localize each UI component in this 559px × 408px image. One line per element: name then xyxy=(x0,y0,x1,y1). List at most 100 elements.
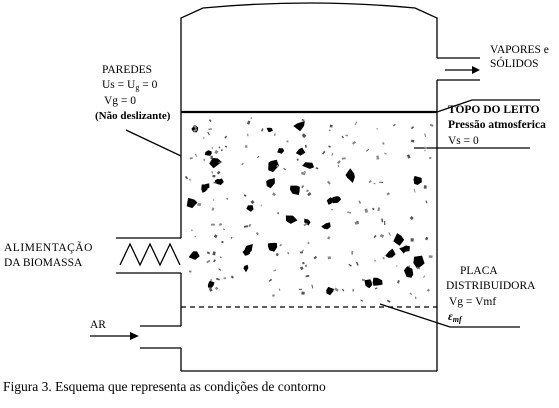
sand-speck xyxy=(208,119,212,122)
sand-speck xyxy=(246,120,251,125)
bed-particles xyxy=(184,117,434,303)
placa-line1: PLACA xyxy=(460,265,498,277)
biomass-particle xyxy=(285,215,298,224)
sand-speck xyxy=(255,231,259,236)
biomass-particle xyxy=(304,218,311,226)
sand-speck xyxy=(274,133,276,136)
sand-speck xyxy=(303,222,308,227)
sand-speck xyxy=(355,261,359,266)
sand-speck xyxy=(414,296,417,300)
sand-speck xyxy=(206,251,211,255)
sand-speck xyxy=(360,299,364,302)
sand-speck xyxy=(329,124,333,128)
sand-speck xyxy=(283,167,287,171)
sand-speck xyxy=(243,225,249,228)
sand-speck xyxy=(348,263,352,267)
sand-speck xyxy=(371,207,375,211)
biomass-particle xyxy=(268,159,279,173)
sand-speck xyxy=(202,137,205,139)
sand-speck xyxy=(410,126,415,130)
sand-speck xyxy=(275,252,279,257)
biomass-particle xyxy=(266,178,275,189)
sand-speck xyxy=(273,269,277,272)
vapores-label-line2: SÓLIDOS xyxy=(490,58,539,70)
sand-speck xyxy=(188,270,192,273)
biomass-particle xyxy=(289,185,300,195)
sand-speck xyxy=(241,162,244,166)
sand-speck xyxy=(341,157,346,160)
sand-speck xyxy=(287,251,290,255)
sand-speck xyxy=(364,208,369,213)
sand-speck xyxy=(326,180,331,185)
sand-speck xyxy=(406,154,411,159)
sand-speck xyxy=(396,265,398,267)
sand-speck xyxy=(213,234,218,239)
topo-pressao: Pressão atmosferica xyxy=(448,119,546,131)
paredes-note: (Não deslizante) xyxy=(95,110,171,122)
sand-speck xyxy=(306,189,309,193)
sand-speck xyxy=(194,235,197,238)
sand-speck xyxy=(250,200,255,205)
paredes-us-text: Us = U xyxy=(102,79,136,91)
biomass-particle xyxy=(204,150,212,156)
biomass-particle xyxy=(277,148,285,154)
sand-speck xyxy=(192,128,198,133)
sand-speck xyxy=(331,208,334,211)
sand-speck xyxy=(214,149,219,155)
sand-speck xyxy=(197,203,202,207)
biomass-particle xyxy=(266,127,273,132)
sand-speck xyxy=(272,192,277,197)
sand-speck xyxy=(384,221,386,226)
sand-speck xyxy=(307,241,310,245)
feed-screw-icon xyxy=(119,242,181,267)
sand-speck xyxy=(224,145,228,148)
sand-speck xyxy=(424,133,427,137)
sand-speck xyxy=(261,128,264,132)
sand-speck xyxy=(212,251,216,256)
paredes-leader xyxy=(125,129,182,157)
biomass-particle xyxy=(413,175,422,185)
sand-speck xyxy=(213,181,217,184)
sand-speck xyxy=(345,134,349,137)
biomass-particle xyxy=(393,233,405,246)
sand-speck xyxy=(351,250,354,255)
sand-speck xyxy=(194,153,198,158)
emf-sub: mf xyxy=(452,315,462,324)
sand-speck xyxy=(210,223,215,226)
sand-speck xyxy=(214,286,219,291)
biomass-particle xyxy=(364,279,373,288)
sand-speck xyxy=(223,277,226,280)
biomass-particle xyxy=(372,277,383,286)
sand-speck xyxy=(409,216,414,221)
biomass-particle xyxy=(326,286,334,296)
sand-speck xyxy=(206,259,211,264)
sand-speck xyxy=(210,155,213,160)
biomass-particle xyxy=(214,178,223,185)
sand-speck xyxy=(213,199,215,201)
sand-speck xyxy=(423,185,427,189)
placa-leader xyxy=(379,303,451,328)
sand-speck xyxy=(212,259,217,263)
sand-speck xyxy=(226,197,229,200)
sand-speck xyxy=(211,147,214,150)
sand-speck xyxy=(328,129,331,132)
sand-speck xyxy=(304,144,307,148)
sand-speck xyxy=(208,287,213,292)
sand-speck xyxy=(374,287,378,290)
sand-speck xyxy=(386,192,390,196)
sand-speck xyxy=(327,256,331,260)
biomass-particle xyxy=(321,222,331,230)
sand-speck xyxy=(219,256,222,259)
biomass-particle xyxy=(403,266,414,278)
sand-speck xyxy=(311,284,314,289)
biomass-particle xyxy=(345,168,355,183)
sand-speck xyxy=(416,267,421,270)
sand-speck xyxy=(304,264,308,268)
biomass-particle xyxy=(413,255,425,270)
sand-speck xyxy=(296,158,299,161)
sand-speck xyxy=(256,155,260,159)
sand-speck xyxy=(424,149,426,152)
sand-speck xyxy=(243,194,247,197)
sand-speck xyxy=(207,131,210,136)
